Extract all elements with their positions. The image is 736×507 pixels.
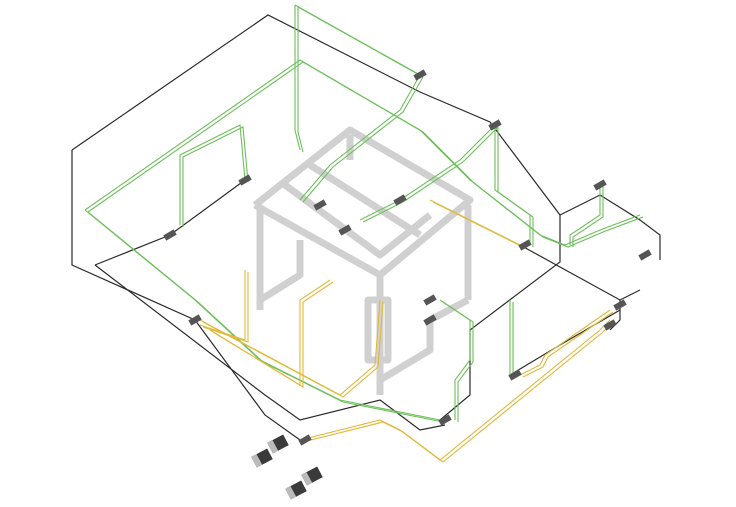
yellow-cable [202,272,249,343]
black-cable [94,264,446,431]
frame-inner-beam [308,162,422,238]
yellow-cable [212,281,334,388]
connector [518,239,532,251]
black-cable [559,194,661,260]
connector [423,314,437,326]
black-cable [519,244,641,301]
green-cable [297,6,424,78]
connector [393,194,407,206]
yellow-cable [432,201,524,248]
connector [163,229,177,241]
frame-top-outline [252,126,474,279]
green-cable [87,61,644,248]
connector [613,299,627,311]
motor [267,434,289,454]
connector [338,224,352,236]
connector [423,294,437,306]
connector [238,174,252,186]
green-cable [359,124,496,221]
motor [301,466,323,486]
motor [251,448,273,468]
yellow-cables [199,199,614,463]
green-cable [302,76,424,203]
connector [313,199,327,211]
green-cable [494,125,531,245]
green-cable [569,185,601,245]
connector [298,434,312,446]
connector [488,119,502,131]
green-cable [294,5,301,151]
black-cables [71,14,661,441]
frame-brace [258,240,304,303]
yellow-cable [199,270,246,341]
green-cable [84,59,641,246]
green-cable [299,74,421,201]
yellow-cable [522,311,614,378]
green-cable [182,126,249,227]
green-cable [439,299,471,420]
yellow-cable [202,301,384,398]
frame-brace [378,296,470,384]
yellow-cable [302,321,614,463]
connector [413,69,427,81]
connector [638,249,652,261]
green-cable [179,124,246,225]
connector [603,319,617,331]
green-cable [362,126,499,223]
green-cable [572,187,604,247]
green-cables [84,4,644,423]
connector [188,314,202,326]
components [163,69,652,500]
connector [508,369,522,381]
black-cable [94,179,246,266]
yellow-cable [519,309,611,376]
black-cable [71,14,561,421]
motor [285,480,307,500]
green-cable [442,301,474,422]
connector [438,414,452,426]
connector [593,179,607,191]
machine-frame [252,126,474,395]
green-cable [297,7,304,153]
black-cable [509,309,621,376]
green-cable [497,127,534,247]
yellow-cable [199,299,381,396]
